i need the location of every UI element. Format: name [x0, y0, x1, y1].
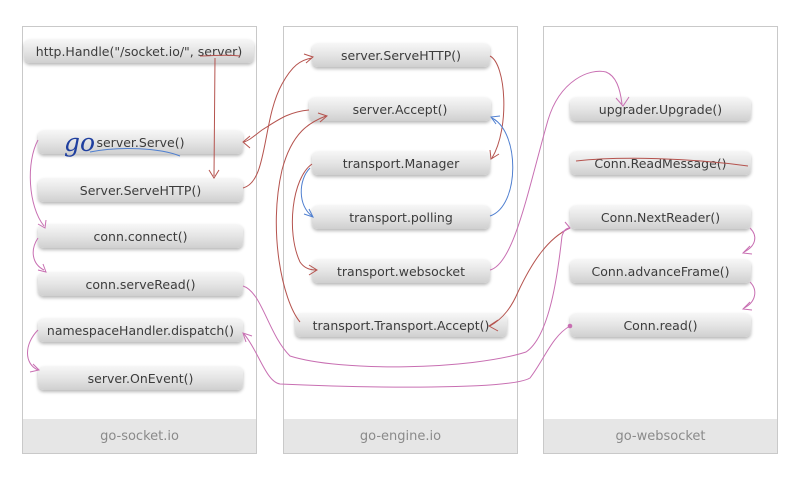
underline-server-serve	[89, 148, 181, 157]
link-accept-to-serve	[243, 109, 310, 143]
link-websocket-to-upgrade	[489, 70, 623, 271]
node-conn-read[interactable]: Conn.read()	[570, 313, 751, 337]
link-dispatch-to-onevent	[27, 329, 39, 371]
link-start-dot	[567, 323, 573, 329]
link-connect-to-serveread	[32, 237, 45, 271]
go-websocket-label: go-websocket	[544, 419, 777, 453]
arrow-head	[37, 219, 47, 229]
node-conn-nextreader[interactable]: Conn.NextReader()	[570, 205, 751, 229]
arrow-head	[308, 264, 318, 276]
link-sio-servehttp-to-eio-servehttp	[242, 57, 313, 189]
link-serveread-to-nextreader	[242, 227, 571, 368]
link-eio-servehttp-to-manager	[489, 55, 505, 159]
node-transport-accept[interactable]: transport.Transport.Accept()	[295, 313, 507, 337]
node-conn-connect[interactable]: conn.connect()	[38, 224, 243, 248]
arrow-head	[561, 221, 571, 233]
node-server-servehttp-sio[interactable]: Server.ServeHTTP()	[38, 178, 243, 202]
arrow-head	[29, 363, 40, 373]
go-engine-io-label: go-engine.io	[284, 419, 517, 453]
node-http-handle[interactable]: http.Handle("/socket.io/", server)	[24, 39, 254, 63]
link-polling-to-accept	[489, 117, 514, 217]
node-server-serve[interactable]: server.Serve()	[38, 130, 243, 154]
arrow-head	[741, 245, 753, 255]
node-transport-websocket[interactable]: transport.websocket	[312, 259, 490, 283]
arrow-head	[489, 149, 500, 160]
link-nextreader-to-transport-accept	[489, 227, 571, 327]
node-upgrader-upgrade[interactable]: upgrader.Upgrade()	[570, 97, 751, 121]
node-transport-polling[interactable]: transport.polling	[312, 205, 490, 229]
go-logo: go	[64, 128, 96, 157]
arrow-head	[741, 301, 753, 311]
link-nextreader-to-advanceframe	[743, 227, 756, 253]
node-transport-manager[interactable]: transport.Manager	[312, 151, 490, 175]
arrow-head	[242, 332, 253, 343]
link-handle-to-servehttp	[199, 54, 241, 177]
node-conn-serveread[interactable]: conn.serveRead()	[38, 272, 243, 296]
arrow-head	[490, 115, 501, 125]
link-transport-accept-to-server-accept	[275, 115, 327, 323]
arrow-head	[303, 208, 314, 218]
arrow-head	[208, 169, 220, 179]
strike-readmessage	[575, 157, 749, 167]
arrow-head	[317, 112, 328, 123]
node-server-onevent[interactable]: server.OnEvent()	[38, 366, 243, 390]
node-namespace-dispatch[interactable]: namespaceHandler.dispatch()	[38, 318, 243, 342]
arrow-head	[242, 135, 251, 149]
link-manager-to-polling	[300, 167, 313, 217]
arrow-head	[615, 96, 630, 107]
node-server-servehttp-eio[interactable]: server.ServeHTTP()	[312, 43, 490, 67]
link-read-to-dispatch	[243, 325, 571, 388]
arrow-head	[37, 263, 47, 273]
go-socket-io-label: go-socket.io	[23, 419, 256, 453]
node-server-accept[interactable]: server.Accept()	[309, 97, 491, 121]
node-conn-advanceframe[interactable]: Conn.advanceFrame()	[570, 259, 751, 283]
link-manager-to-websocket	[291, 163, 317, 271]
arrow-head	[488, 319, 499, 332]
link-advanceframe-to-read	[743, 281, 756, 309]
link-serve-to-connect	[29, 139, 45, 227]
arrow-head	[303, 53, 314, 64]
